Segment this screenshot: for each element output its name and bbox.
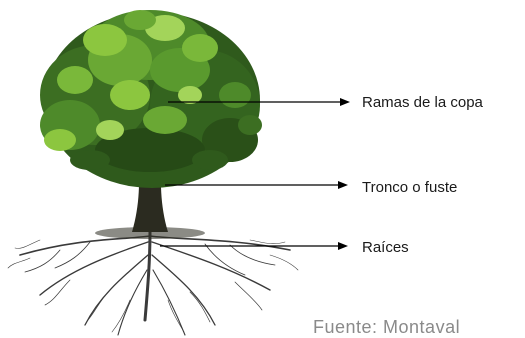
crown-illustration	[40, 10, 262, 188]
roots-illustration	[8, 232, 298, 335]
label-copa: Ramas de la copa	[362, 95, 483, 110]
label-tronco: Tronco o fuste	[362, 180, 457, 195]
label-raices: Raíces	[362, 240, 409, 255]
source-caption: Fuente: Montaval	[313, 317, 460, 338]
arrow-tronco	[165, 181, 348, 189]
arrow-raices	[160, 242, 348, 250]
